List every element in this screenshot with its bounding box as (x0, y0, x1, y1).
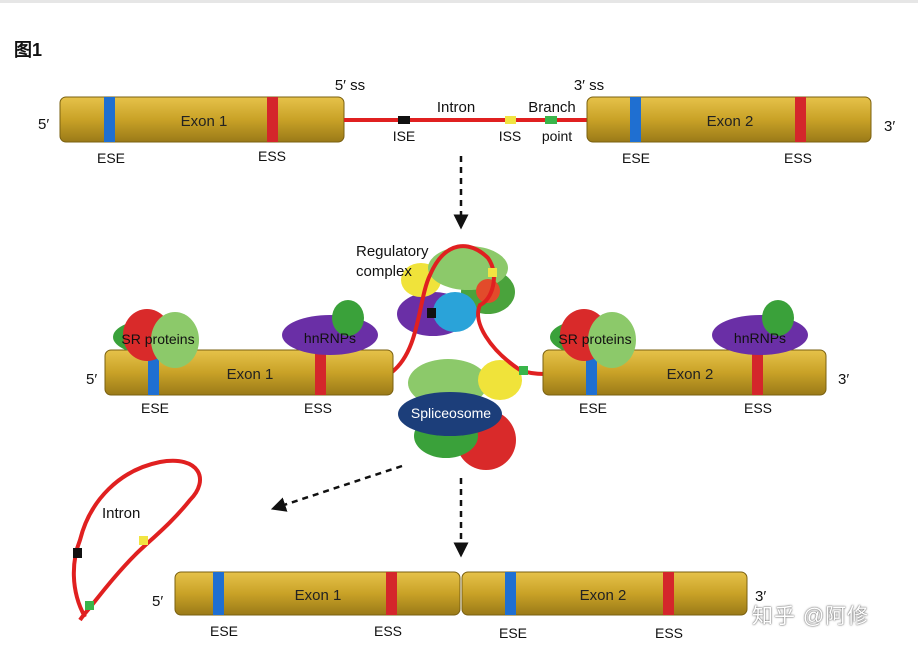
pre-3ss-label: 3′ ss (574, 77, 604, 94)
hn2-green-blob (762, 300, 794, 336)
product-exon1-ese-mark (213, 572, 224, 615)
complex-iss-mark (488, 268, 497, 277)
pre-exon1-label: Exon 1 (181, 113, 228, 130)
pre-three-prime-label: 3′ (884, 118, 895, 135)
product-ese2-label: ESE (499, 625, 527, 641)
spl-yellow-blob (478, 360, 522, 400)
complex-ess2-label: ESS (744, 400, 772, 416)
product-five-prime-label: 5′ (152, 593, 163, 610)
product-ese1-label: ESE (210, 623, 238, 639)
pre-exon2-ess-mark (795, 97, 806, 142)
sr2-lightgreen-blob (588, 312, 636, 368)
complex-three-prime-label: 3′ (838, 371, 849, 388)
complex-exon2-label: Exon 2 (667, 366, 714, 383)
pre-exon2-label: Exon 2 (707, 113, 754, 130)
pre-iss-label: ISS (499, 128, 522, 144)
splicing-complex: Spliceosome Regulatory complex 5′ SR pro… (86, 243, 849, 470)
lariat-label: Intron (102, 505, 140, 522)
pre-5ss-label: 5′ ss (335, 77, 365, 94)
figure-title: 图1 (14, 40, 43, 60)
pre-point-label: point (542, 128, 572, 144)
sr1-label: SR proteins (121, 331, 194, 347)
complex-exon1-label: Exon 1 (227, 366, 274, 383)
complex-five-prime-label: 5′ (86, 371, 97, 388)
product-exon2-block (461, 571, 748, 616)
pre-exon2-ese-mark (630, 97, 641, 142)
hn1-label: hnRNPs (304, 330, 356, 346)
regulatory-label-2: complex (356, 263, 412, 280)
hn2-label: hnRNPs (734, 330, 786, 346)
complex-ess1-label: ESS (304, 400, 332, 416)
pre-branch-mark (545, 116, 557, 124)
complex-ese1-label: ESE (141, 400, 169, 416)
lariat-ise-mark (73, 548, 82, 558)
hn1-green-blob (332, 300, 364, 336)
spliceosome-label: Spliceosome (411, 405, 491, 421)
product-exon2-label: Exon 2 (580, 587, 627, 604)
product-three-prime-label: 3′ (755, 588, 766, 605)
complex-ese2-label: ESE (579, 400, 607, 416)
complex-branch-mark (519, 366, 528, 375)
complex-exon2-ese-mark (586, 350, 597, 395)
pre-exon1-ess-mark (267, 97, 278, 142)
product-ess2-label: ESS (655, 625, 683, 641)
spl-navy-blob (398, 392, 502, 436)
product-ess1-label: ESS (374, 623, 402, 639)
pre-ese2-label: ESE (622, 150, 650, 166)
top-divider (0, 0, 918, 3)
pre-five-prime-label: 5′ (38, 116, 49, 133)
pre-ise-label: ISE (393, 128, 416, 144)
product-exon2-ese-mark (505, 572, 516, 615)
product-exon1-label: Exon 1 (295, 587, 342, 604)
pre-ise-mark (398, 116, 410, 124)
complex-exon2-ess-mark (752, 350, 763, 395)
regulatory-label-1: Regulatory (356, 243, 429, 260)
complex-ise-mark (427, 308, 436, 318)
pre-ese1-label: ESE (97, 150, 125, 166)
pre-iss-mark (505, 116, 516, 124)
pre-exon1-ese-mark (104, 97, 115, 142)
pre-branch-label: Branch (528, 99, 576, 116)
pre-intron-label: Intron (437, 99, 475, 116)
watermark: 知乎 @阿修 (752, 605, 870, 628)
splicing-products: Intron 5′ Exon 1 Exon 2 3′ ESE ESS ESE E… (71, 458, 766, 641)
arrow-to-lariat (270, 464, 403, 512)
sr2-label: SR proteins (558, 331, 631, 347)
product-exon1-ess-mark (386, 572, 397, 615)
pre-ess1-label: ESS (258, 148, 286, 164)
lariat-branch-mark (85, 601, 94, 610)
complex-exon1-ese-mark (148, 350, 159, 395)
reg-blue-blob (433, 292, 477, 332)
pre-mrna: 5′ Exon 1 ESE ESS 5′ ss Intron Branch 3′… (38, 77, 895, 166)
sr1-lightgreen-blob (151, 312, 199, 368)
product-exon2-ess-mark (663, 572, 674, 615)
lariat-iss-mark (139, 536, 148, 545)
complex-exon1-ess-mark (315, 350, 326, 395)
pre-ess2-label: ESS (784, 150, 812, 166)
